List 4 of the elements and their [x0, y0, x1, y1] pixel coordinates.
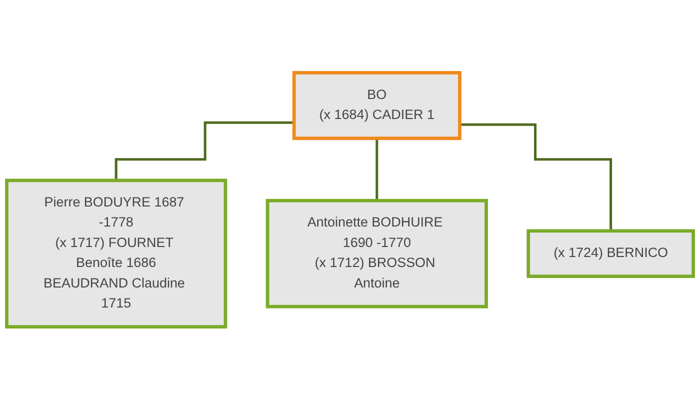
node-box: (x 1724) BERNICO — [526, 229, 695, 278]
node-box: Pierre BODUYRE 1687 -1778 (x 1717) FOURNET Benoîte 1686 BEAUDRAND Claudine 1715 — [5, 178, 228, 329]
node-box: Antoinette BODHUIRE 1690 -1770 (x 1712) BROSSON Antoine — [266, 199, 488, 309]
node-box: BO (x 1684) CADIER 1 — [292, 71, 462, 140]
